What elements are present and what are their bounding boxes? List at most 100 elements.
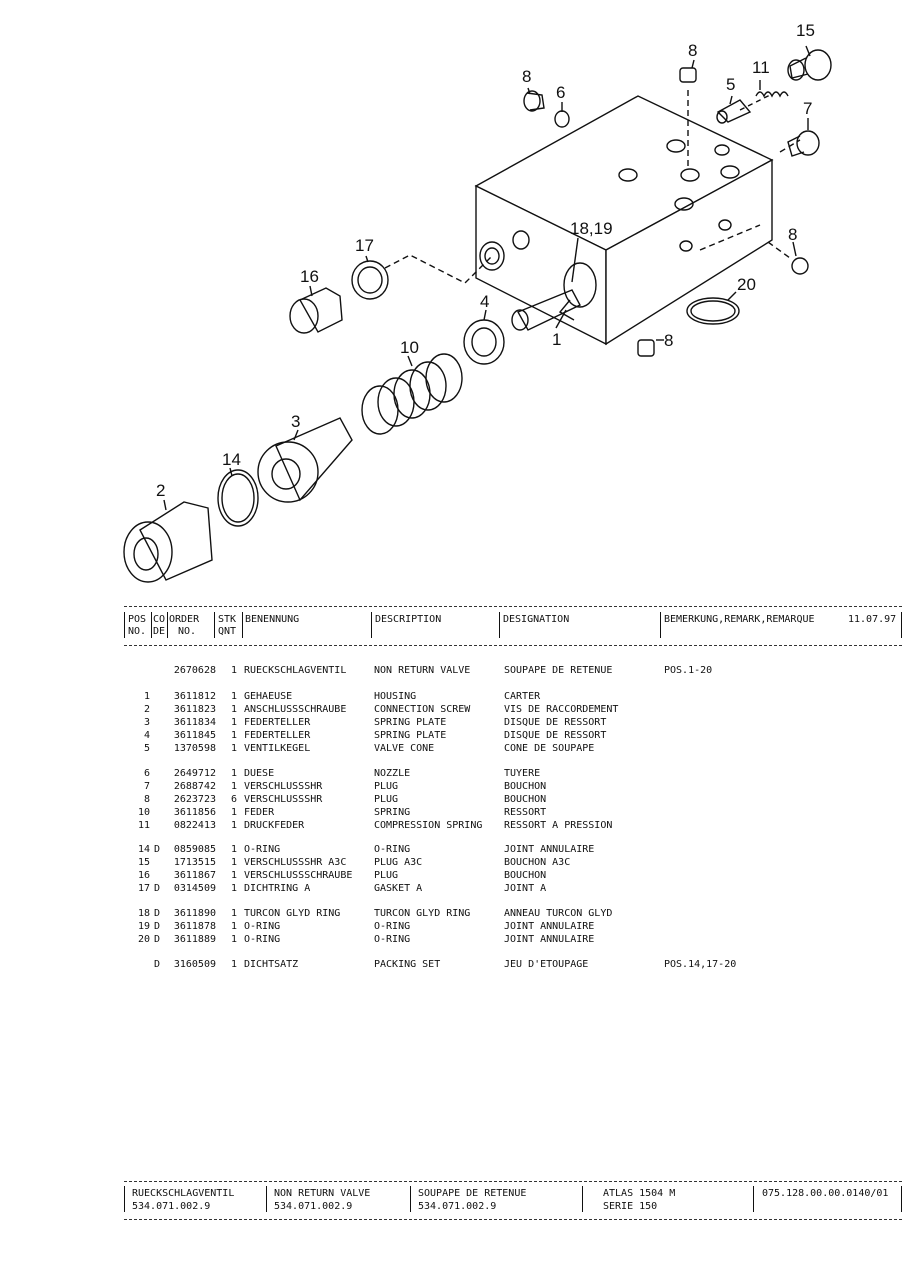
cell-designation: TUYERE	[504, 768, 541, 779]
housing-block-side	[605, 158, 773, 346]
footer-model: ATLAS 1504 M	[603, 1188, 676, 1199]
footer-bottom-rule	[124, 1219, 902, 1220]
cell-designation: JOINT ANNULAIRE	[504, 934, 595, 945]
cell-benennung: DRUCKFEDER	[244, 820, 305, 831]
exploded-parts-diagram: 15 8 11 5 8 6 7 18,19 17 16 8 20 4 1 8 1…	[123, 21, 832, 583]
cell-pos: 3	[143, 717, 150, 728]
callout-3: 3	[291, 412, 300, 431]
cell-pos: 18	[137, 908, 150, 919]
cell-designation: JEU D'ETOUPAGE	[504, 959, 589, 970]
col-header-code: CO	[153, 614, 166, 625]
cell-benennung: TURCON GLYD RING	[244, 908, 341, 919]
cell-code: D	[154, 934, 161, 945]
cell-designation: RESSORT	[504, 807, 547, 818]
cell-designation: JOINT ANNULAIRE	[504, 844, 595, 855]
cell-benennung: DICHTRING A	[244, 883, 311, 894]
cell-order: 3160509	[173, 959, 216, 970]
cell-designation: BOUCHON	[504, 794, 547, 805]
cell-description: PLUG	[374, 781, 399, 792]
cell-description: HOUSING	[374, 691, 417, 702]
cell-pos: 10	[137, 807, 150, 818]
cell-description: PLUG	[374, 870, 399, 881]
col-header-pos-sub: NO.	[128, 626, 147, 637]
cell-qty: 1	[231, 883, 238, 894]
cell-benennung: FEDER	[244, 807, 275, 818]
cell-qty: 1	[231, 807, 238, 818]
cell-qty: 1	[231, 717, 238, 728]
col-header-designation: DESIGNATION	[503, 614, 570, 625]
callout-8-top: 8	[688, 41, 697, 60]
cell-qty: 1	[231, 820, 238, 831]
cell-benennung: O-RING	[244, 844, 281, 855]
cell-description: SPRING	[374, 807, 411, 818]
cell-code: D	[154, 908, 161, 919]
cell-description: SPRING PLATE	[374, 717, 447, 728]
footer-fr-code: 534.071.002.9	[418, 1201, 497, 1212]
cell-benennung: ANSCHLUSSSCHRAUBE	[244, 704, 347, 715]
callout-11: 11	[752, 58, 770, 77]
cell-description: SPRING PLATE	[374, 730, 447, 741]
cell-qty: 1	[231, 691, 238, 702]
cell-qty: 1	[231, 908, 238, 919]
cell-order: 0314509	[173, 883, 216, 894]
cell-benennung: O-RING	[244, 934, 281, 945]
cell-benennung: VERSCHLUSSSHR	[244, 794, 323, 805]
cell-qty: 6	[231, 794, 238, 805]
cell-order: 3611845	[173, 730, 216, 741]
cell-description: VALVE CONE	[374, 743, 435, 754]
callout-20: 20	[737, 275, 756, 294]
cell-benennung: RUECKSCHLAGVENTIL	[244, 665, 347, 676]
cell-pos: 6	[143, 768, 150, 779]
callout-8-right: 8	[788, 225, 797, 244]
cell-pos: 7	[143, 781, 150, 792]
cell-order: 3611867	[173, 870, 216, 881]
cell-pos: 5	[143, 743, 150, 754]
cell-order: 0822413	[173, 820, 216, 831]
cell-benennung: FEDERTELLER	[244, 717, 311, 728]
cell-designation: RESSORT A PRESSION	[504, 820, 613, 831]
cell-remark: POS.14,17-20	[664, 959, 737, 970]
footer-en-code: 534.071.002.9	[274, 1201, 353, 1212]
col-header-order: ORDER	[169, 614, 200, 625]
cell-code: D	[154, 844, 161, 855]
cell-designation: SOUPAPE DE RETENUE	[504, 665, 613, 676]
callout-1: 1	[552, 330, 561, 349]
cell-qty: 1	[231, 870, 238, 881]
cell-description: GASKET A	[374, 883, 423, 894]
cell-pos: 15	[137, 857, 150, 868]
callout-8-bottom: 8	[664, 331, 673, 350]
callout-16: 16	[300, 267, 319, 286]
table-row: 11 0822413 1 DRUCKFEDER COMPRESSION SPRING RE…	[0, 819, 922, 832]
cell-benennung: GEHAEUSE	[244, 691, 293, 702]
callout-17: 17	[355, 236, 374, 255]
cell-order: 3611856	[173, 807, 216, 818]
cell-remark: POS.1-20	[664, 665, 713, 676]
cell-designation: ANNEAU TURCON GLYD	[504, 908, 613, 919]
cell-benennung: DUESE	[244, 768, 275, 779]
footer-fr-name: SOUPAPE DE RETENUE	[418, 1188, 527, 1199]
header-top-rule	[124, 606, 902, 607]
callout-2: 2	[156, 481, 165, 500]
header-bottom-rule	[124, 645, 902, 646]
col-header-order-sub: NO.	[178, 626, 197, 637]
cell-designation: VIS DE RACCORDEMENT	[504, 704, 619, 715]
cell-qty: 1	[231, 704, 238, 715]
cell-description: TURCON GLYD RING	[374, 908, 471, 919]
cell-pos: 11	[137, 820, 150, 831]
cell-description: COMPRESSION SPRING	[374, 820, 483, 831]
cell-order: 1370598	[173, 743, 216, 754]
cell-designation: BOUCHON A3C	[504, 857, 571, 868]
cell-benennung: VERSCHLUSSSHR A3C	[244, 857, 347, 868]
callout-5: 5	[726, 75, 735, 94]
footer-series: SERIE 150	[603, 1201, 658, 1212]
footer-en-name: NON RETURN VALVE	[274, 1188, 371, 1199]
cell-code: D	[154, 883, 161, 894]
